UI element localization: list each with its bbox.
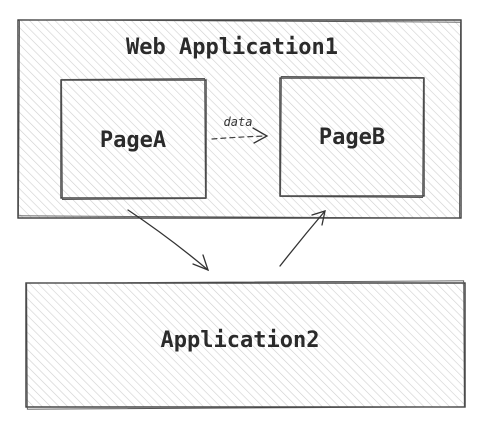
page-b-box: PageB xyxy=(279,76,425,198)
application2-label: Application2 xyxy=(161,328,320,353)
data-edge-label: data xyxy=(224,115,253,129)
page-a-box: PageA xyxy=(60,78,207,200)
arrow-pagea-to-app2 xyxy=(127,209,210,272)
page-b-label: PageB xyxy=(319,125,385,150)
data-flow-arrow: data xyxy=(211,115,269,144)
page-a-label: PageA xyxy=(100,128,166,153)
application2-box: Application2 xyxy=(25,280,466,410)
web-application1-title: Web Application1 xyxy=(126,35,338,60)
arrow-app2-to-pageb xyxy=(279,210,326,267)
